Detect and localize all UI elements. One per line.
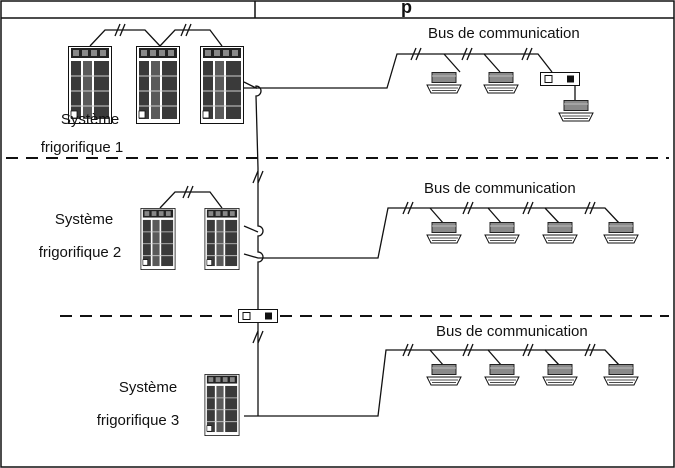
header-title-fragment: p <box>401 0 412 17</box>
system-2-label-line2: frigorifique 2 <box>39 244 122 261</box>
refrigeration-system-2: Système frigorifique 2 Bus de communicat… <box>39 180 639 271</box>
refrigeration-system-3: Système frigorifique 3 Bus de communicat… <box>97 323 639 437</box>
wired-controller-icon <box>540 72 580 86</box>
cassette-indoor-unit-icon <box>542 364 578 386</box>
cassette-indoor-unit-icon <box>426 222 462 244</box>
inter-system-link <box>238 81 278 416</box>
cassette-indoor-unit-icon <box>426 72 462 94</box>
cassette-indoor-unit-icon <box>484 364 520 386</box>
system-3-label-line2: frigorifique 3 <box>97 412 180 429</box>
outdoor-unit-icon <box>200 46 244 124</box>
system-1-label-line2: frigorifique 1 <box>41 139 124 156</box>
system-2-label-line1: Système <box>55 211 113 228</box>
outdoor-unit-icon <box>140 207 176 271</box>
system-3-label-line1: Système <box>119 379 177 396</box>
system-1-label-line1: Système <box>61 111 119 128</box>
wired-controller-icon <box>238 309 278 323</box>
outdoor-unit-icon <box>136 46 180 124</box>
bus-2-label: Bus de communication <box>424 180 576 197</box>
bus-1-label: Bus de communication <box>428 25 580 42</box>
outdoor-unit-icon <box>204 373 240 437</box>
refrigeration-system-1: Système frigorifique 1 Bus de communicat… <box>41 23 594 156</box>
cassette-indoor-unit-icon <box>603 222 639 244</box>
outdoor-unit-icon <box>204 207 240 271</box>
bus-3-label: Bus de communication <box>436 323 588 340</box>
cassette-indoor-unit-icon <box>484 222 520 244</box>
cassette-indoor-unit-icon <box>483 72 519 94</box>
cassette-indoor-unit-icon <box>426 364 462 386</box>
cassette-indoor-unit-icon <box>603 364 639 386</box>
cassette-indoor-unit-icon <box>558 100 594 122</box>
cassette-indoor-unit-icon <box>542 222 578 244</box>
